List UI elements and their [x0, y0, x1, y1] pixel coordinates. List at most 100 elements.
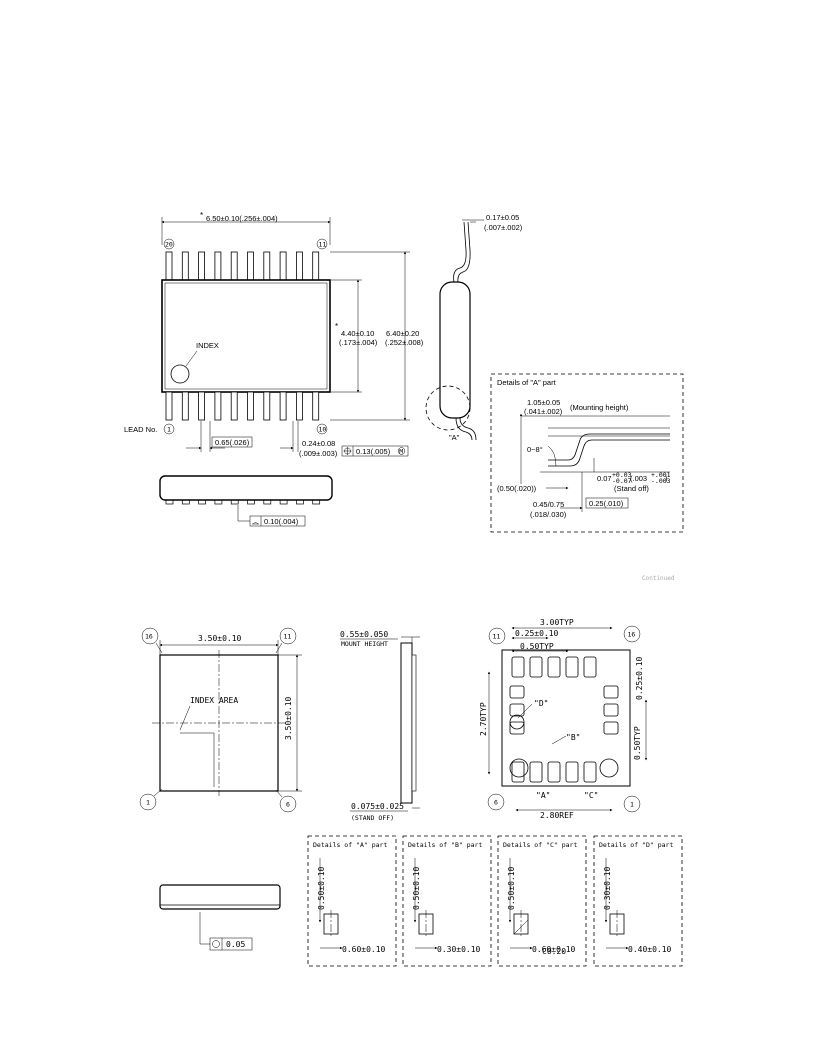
index-label: INDEX	[196, 341, 219, 350]
qfn-side-view-body	[400, 642, 413, 804]
qfn-bottom-pin-6-label: 6	[494, 799, 498, 807]
lead-thk-text-1: 0.17±0.05	[486, 213, 519, 222]
standoff-tol-upper: +0.03	[612, 471, 632, 479]
standoff-inch-lower: -.003	[651, 477, 671, 485]
detail-a-callout	[509, 758, 529, 778]
bottom-lead	[247, 391, 254, 421]
top-lead	[263, 251, 271, 281]
pitch-dim-text: 0.65(.026)	[215, 438, 250, 447]
qfn-standoff-text: 0.075±0.025	[351, 802, 404, 811]
qfn-pad-top	[529, 656, 543, 678]
index-mark	[170, 364, 190, 384]
qfn-flat-symbol-icon	[212, 940, 220, 948]
bottom-lead	[295, 391, 303, 421]
pin-10-label: 10	[319, 426, 327, 434]
qfn-pads	[509, 656, 619, 783]
bottom-package-drawing: 3.50±0.10 3.50±0.10 16 11 1 6 INDEX AREA…	[139, 618, 683, 967]
end-view-lead-top	[453, 221, 467, 283]
qfn-bottom-pin-11-label: 11	[493, 633, 501, 641]
lead-thk-text-2: (.007±.002)	[484, 223, 523, 232]
flatness-frame	[249, 515, 306, 527]
detail-a-callout-circle	[425, 385, 471, 431]
qfn-pad-left	[509, 703, 525, 717]
mount-height-text-2: (.041±.002)	[524, 407, 563, 416]
lead-width-text-2: (.009±.003)	[299, 449, 338, 458]
qfn-pad-bottom	[583, 761, 597, 783]
qfn-bottom-pin-16-label: 16	[628, 631, 636, 639]
small-details: Details of "A" part 0.50±0.10 0.60±0.10 Det…	[307, 835, 683, 967]
body-dim-text-1: 4.40±0.10	[341, 329, 374, 338]
top-lead	[295, 251, 303, 281]
qfn-pad-top	[565, 656, 579, 678]
dim-050-text: (0.50(.020))	[497, 484, 537, 493]
qfn-flat-tol-frame	[209, 937, 253, 951]
qfn-pin-6-marker	[279, 795, 297, 813]
qfn-pad-bottom	[511, 761, 525, 783]
pin-1-label: 1	[167, 426, 171, 434]
angle-text: 0~8°	[527, 445, 543, 454]
overall-dim-text-1: 6.40±0.20	[386, 329, 419, 338]
qfn-mount-height-label: MOUNT HEIGHT	[341, 640, 388, 648]
detail-a-lead-profile	[548, 433, 670, 461]
qfn-bottom-pin-6-marker	[487, 793, 505, 811]
width-dim-text: 6.50±0.10(.256±.004)	[206, 214, 278, 223]
detail-chamfer-line	[513, 919, 529, 935]
detail-title: Details of "A" part	[313, 841, 387, 849]
qfn-ref-b: "B"	[566, 733, 580, 742]
qfn-pad-left	[509, 721, 525, 735]
end-view-body	[439, 281, 471, 419]
dim-045-text-2: (.018/.030)	[530, 510, 567, 519]
qfn-pad-right	[603, 685, 619, 699]
detail-title: Details of "D" part	[599, 841, 673, 849]
lead-no-label: LEAD No.	[124, 425, 157, 434]
dim-025-box	[585, 497, 629, 509]
detail-a-box	[490, 373, 684, 533]
dim-045-text-1: 0.45/0.75	[533, 500, 564, 509]
detail-v-dim: 0.50±0.10	[317, 866, 326, 910]
top-lead	[165, 251, 173, 281]
detail-v-dim: 0.50±0.10	[412, 866, 421, 910]
top-lead	[279, 251, 287, 281]
flatness-symbol-icon	[252, 522, 259, 525]
detail-chamfer: C0.20	[542, 947, 566, 956]
qfn-ref-d: "D"	[534, 699, 548, 708]
pin-1-marker	[163, 423, 175, 435]
mmc-modifier-text: M	[399, 447, 403, 455]
qfn-pin-16-label: 16	[145, 633, 153, 641]
qfn-flat-tol-text: 0.05	[226, 940, 245, 949]
top-lead	[312, 251, 320, 281]
standoff-inch-close: )	[665, 474, 668, 483]
bottom-lead	[214, 391, 222, 421]
bottom-lead	[279, 391, 287, 421]
qfn-pin-11-label: 11	[284, 633, 292, 641]
lead-width-text-1: 0.24±0.08	[302, 439, 335, 448]
detail-box	[307, 835, 397, 967]
top-leads	[165, 251, 320, 281]
pitch-dim-box	[211, 436, 253, 448]
position-tol-text: 0.13(.005)	[356, 447, 391, 456]
bottom-lead	[230, 391, 238, 421]
end-view-lead-bottom	[455, 417, 473, 441]
qfn-pin-11-marker	[279, 627, 297, 645]
qfn-standoff-label: (STAND OFF)	[351, 814, 394, 822]
bottom-lead	[165, 391, 173, 421]
qfn-pin-6-label: 6	[286, 801, 290, 809]
standoff-inch-upper: +.001	[651, 471, 671, 479]
qfn-bottom-pin-1-label: 1	[630, 801, 634, 809]
top-lead	[214, 251, 222, 281]
detail-title: Details of "C" part	[503, 841, 577, 849]
qfn-ref-025b: 0.25±0.10	[635, 656, 644, 700]
qfn-pin-16-marker	[141, 627, 159, 645]
qfn-pad-right	[603, 703, 619, 717]
side-view-body	[159, 475, 333, 501]
detail-box	[402, 835, 492, 967]
flatness-tol-text: 0.10(.004)	[264, 517, 299, 526]
detail-h-dim: 0.60±0.10	[342, 945, 386, 954]
detail-a-marker: "A"	[449, 433, 460, 442]
standoff-inch: (.003	[630, 474, 647, 483]
qfn-ref-050b: 0.50TYP	[633, 726, 642, 760]
bottom-lead	[263, 391, 271, 421]
detail-c-callout	[599, 758, 619, 778]
qfn-pad-bottom	[565, 761, 579, 783]
qfn-width-text: 3.50±0.10	[198, 634, 242, 643]
